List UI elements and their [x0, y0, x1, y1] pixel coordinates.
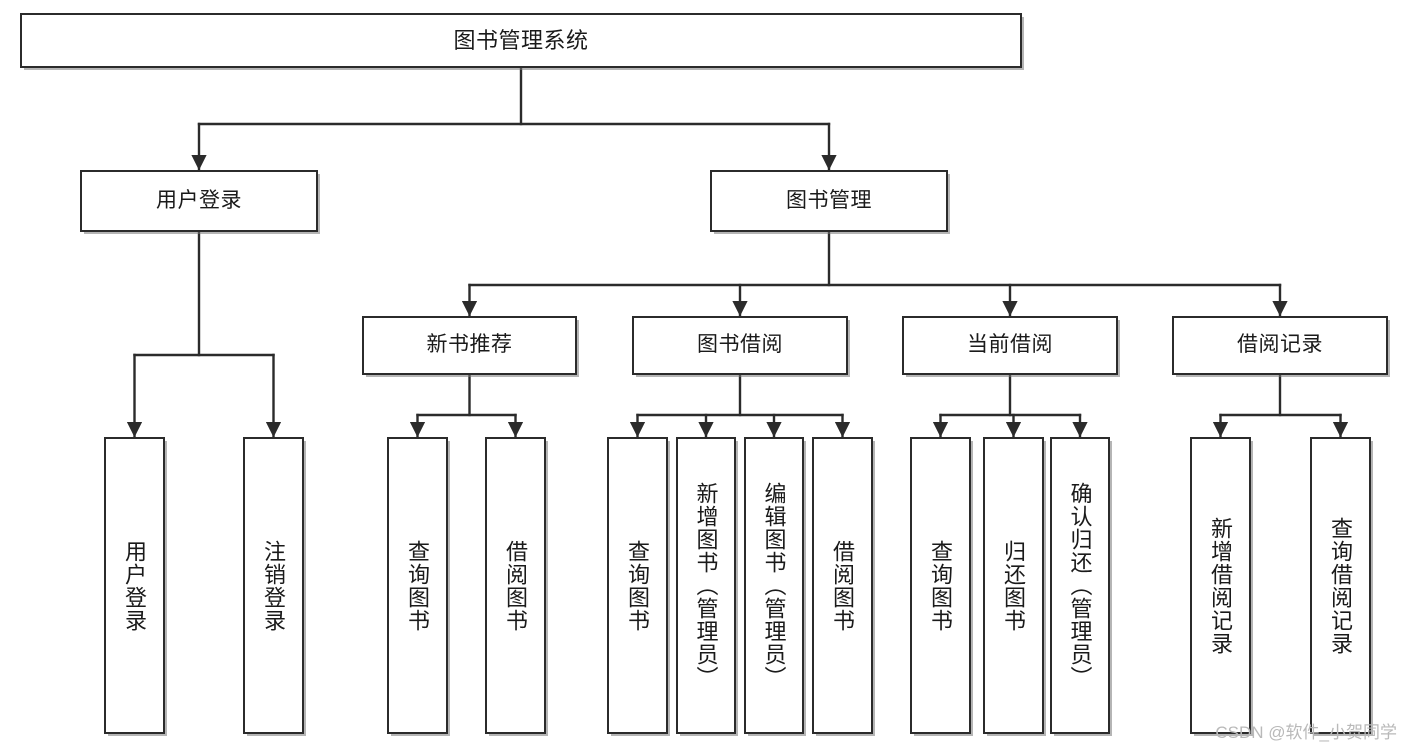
node-label: 注销登录 — [261, 539, 287, 632]
node-leaf_cb_query[interactable]: 查询图书 — [910, 437, 971, 734]
node-label: 图书管理系统 — [453, 27, 589, 53]
node-label: 图书管理 — [786, 188, 872, 212]
node-label: 编辑图书（管理员） — [761, 482, 787, 689]
node-new_book_rec[interactable]: 新书推荐 — [362, 316, 577, 375]
node-book_borrow[interactable]: 图书借阅 — [632, 316, 848, 375]
node-leaf_rec_borrow[interactable]: 借阅图书 — [485, 437, 546, 734]
node-leaf_br_add[interactable]: 新增借阅记录 — [1190, 437, 1251, 734]
node-label: 确认归还（管理员） — [1067, 482, 1093, 689]
node-leaf_bb_add[interactable]: 新增图书（管理员） — [676, 437, 736, 734]
node-leaf_bb_edit[interactable]: 编辑图书（管理员） — [744, 437, 804, 734]
node-user_login[interactable]: 用户登录 — [80, 170, 318, 232]
node-label: 图书借阅 — [697, 333, 783, 357]
node-label: 借阅记录 — [1237, 333, 1323, 357]
node-leaf_bb_query[interactable]: 查询图书 — [607, 437, 668, 734]
node-leaf_user_login[interactable]: 用户登录 — [104, 437, 165, 734]
node-leaf_cb_confirm[interactable]: 确认归还（管理员） — [1050, 437, 1110, 734]
node-leaf_br_query[interactable]: 查询借阅记录 — [1310, 437, 1371, 734]
node-cur_borrow[interactable]: 当前借阅 — [902, 316, 1118, 375]
node-label: 查询图书 — [928, 539, 954, 632]
node-root[interactable]: 图书管理系统 — [20, 13, 1022, 68]
node-label: 新增图书（管理员） — [693, 482, 719, 689]
node-label: 新书推荐 — [426, 333, 513, 357]
node-label: 查询图书 — [625, 539, 651, 632]
node-leaf_bb_borrow[interactable]: 借阅图书 — [812, 437, 873, 734]
node-leaf_user_logout[interactable]: 注销登录 — [243, 437, 304, 734]
node-label: 查询借阅记录 — [1328, 516, 1354, 655]
node-leaf_cb_return[interactable]: 归还图书 — [983, 437, 1044, 734]
node-label: 当前借阅 — [967, 333, 1053, 357]
node-book_mgmt[interactable]: 图书管理 — [710, 170, 948, 232]
node-label: 借阅图书 — [503, 539, 529, 632]
node-label: 借阅图书 — [830, 539, 856, 632]
csdn-watermark: CSDN @软件_小贺同学 — [1215, 723, 1397, 742]
node-label: 归还图书 — [1001, 539, 1027, 632]
node-label: 新增借阅记录 — [1208, 516, 1234, 655]
node-label: 查询图书 — [405, 539, 431, 632]
node-label: 用户登录 — [156, 188, 242, 212]
node-leaf_rec_query[interactable]: 查询图书 — [387, 437, 448, 734]
node-label: 用户登录 — [122, 539, 148, 632]
node-borrow_record[interactable]: 借阅记录 — [1172, 316, 1388, 375]
